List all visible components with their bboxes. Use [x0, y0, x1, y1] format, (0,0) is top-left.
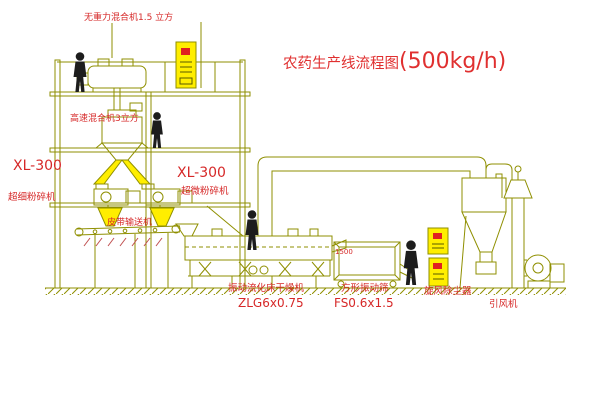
label-left-mill-name: 超细粉碎机: [8, 191, 56, 203]
cyclone-outlet-pipe: [485, 163, 513, 198]
exhaust-stack: [503, 165, 533, 288]
label-gravity-mixer: 无重力混合机1.5 立方: [84, 11, 173, 23]
discharge-funnels: [97, 205, 175, 227]
label-belt-conveyor: 皮带输送机: [107, 216, 152, 228]
label-fan-name: 引风机: [489, 298, 518, 310]
worker-figure-dryer: [245, 210, 259, 250]
title-text: 农药生产线流程图: [283, 55, 399, 72]
label-dryer-name: 振动流化床干燥机: [228, 282, 305, 294]
page-title: 农药生产线流程图(500kg/h): [283, 49, 506, 74]
label-high-speed-mixer: 高速混合机3立方: [70, 112, 139, 124]
label-sieve-dimension: 1500: [335, 248, 353, 256]
label-mid-mill-name: 超微粉碎机: [181, 185, 229, 197]
belt-conveyor: [74, 224, 181, 288]
worker-figure-top: [73, 52, 87, 92]
mill-left: [93, 183, 141, 206]
mill-right: [141, 183, 193, 206]
control-cabinet-top: [175, 41, 197, 89]
splitter-chute: [92, 159, 152, 185]
label-left-mill-model: XL-300: [13, 158, 62, 174]
high-speed-mixer: [95, 102, 149, 161]
label-sieve-model: FS0.6x1.5: [334, 296, 394, 310]
conveyor-support-hatch: [83, 237, 163, 247]
gravity-mixer: [76, 23, 147, 111]
label-mid-mill-model: XL-300: [177, 165, 226, 181]
control-cabinet-right-2: [428, 257, 449, 287]
control-cabinet-right-1: [427, 227, 449, 255]
exhaust-duct: [257, 156, 487, 236]
label-sieve-name: 方形振动筛: [341, 282, 389, 294]
induced-draft-fan: [524, 254, 565, 289]
cyclone: [459, 177, 507, 289]
title-capacity: (500kg/h): [399, 49, 506, 74]
worker-figure-sieve: [403, 240, 419, 285]
worker-figure-level2: [151, 112, 163, 148]
ground-line: [45, 287, 566, 295]
label-cyclone-name: 旋风除尘器: [424, 285, 472, 297]
label-dryer-model: ZLG6x0.75: [238, 296, 304, 310]
